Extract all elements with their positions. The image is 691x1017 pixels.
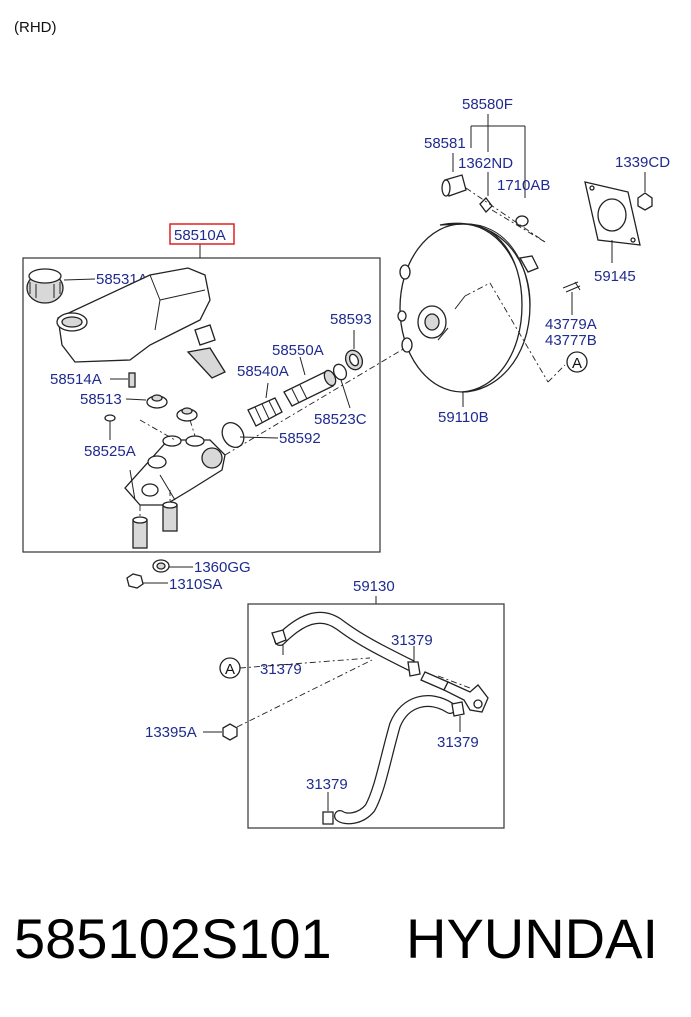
vacuum-hose-lower	[334, 695, 456, 825]
bracket-58580F	[470, 114, 526, 198]
label-58593[interactable]: 58593	[330, 311, 372, 328]
hose-clip-3	[451, 701, 465, 717]
label-1710AB[interactable]: 1710AB	[497, 177, 550, 194]
label-58523C[interactable]: 58523C	[314, 411, 367, 428]
label-1360GG[interactable]: 1360GG	[194, 559, 251, 576]
brake-booster	[397, 222, 539, 393]
label-13395A[interactable]: 13395A	[145, 724, 197, 741]
gasket-part	[584, 181, 641, 246]
dash-clip	[491, 209, 546, 243]
nut-part	[126, 573, 144, 589]
dash-hose-nut	[236, 659, 373, 728]
hose-assembly-frame	[247, 603, 505, 829]
label-59130[interactable]: 59130	[353, 578, 395, 595]
label-31379-d[interactable]: 31379	[306, 776, 348, 793]
label-31379-a[interactable]: 31379	[260, 661, 302, 678]
label-1310SA[interactable]: 1310SA	[169, 576, 222, 593]
label-58550A[interactable]: 58550A	[272, 342, 324, 359]
grommet-parts	[146, 394, 198, 422]
label-58510A[interactable]: 58510A	[174, 227, 226, 244]
reservoir-tank	[56, 267, 226, 379]
seal-ring-inner	[348, 353, 360, 367]
dash-booster-2	[489, 282, 549, 383]
clevis-nut-part	[515, 215, 529, 227]
part-number: 585102S101	[14, 907, 332, 970]
leader-58540A	[265, 382, 269, 399]
label-31379-c[interactable]: 31379	[437, 734, 479, 751]
label-1339CD[interactable]: 1339CD	[615, 154, 670, 171]
leader-58523C	[340, 379, 351, 409]
label-43777B[interactable]: 43777B	[545, 332, 597, 349]
washer-part	[152, 559, 170, 573]
leader-58592	[239, 436, 279, 439]
label-58540A[interactable]: 58540A	[237, 363, 289, 380]
clevis-part	[441, 174, 467, 197]
booster-nut-part	[637, 192, 653, 211]
hose-clip-2	[407, 661, 421, 677]
dash-grommet-2	[189, 419, 196, 437]
cup-part	[332, 363, 348, 381]
leader-58550A	[299, 356, 306, 376]
leader-58513	[125, 398, 147, 401]
booster-stud-2	[437, 327, 449, 341]
bolt-part	[104, 414, 116, 440]
label-31379-b[interactable]: 31379	[391, 632, 433, 649]
hose-clip-1	[271, 629, 287, 645]
label-58514A[interactable]: 58514A	[50, 371, 102, 388]
brand-name: HYUNDAI	[406, 907, 658, 970]
dash-booster-3	[547, 364, 566, 383]
secondary-piston-part	[283, 369, 337, 407]
dash-clevis	[465, 187, 546, 243]
o-ring-part	[221, 422, 245, 448]
master-cylinder-body	[124, 435, 226, 506]
booster-stud-1	[454, 295, 466, 310]
variant-note: (RHD)	[14, 19, 57, 36]
leader-58531A	[63, 278, 96, 281]
dash-valve	[437, 675, 471, 689]
check-valve	[420, 671, 489, 713]
dash-grommet	[139, 419, 176, 441]
brake-line-fittings	[132, 501, 178, 549]
ref-a-top	[566, 351, 588, 373]
primary-piston-part	[247, 397, 283, 427]
hose-nut-part	[222, 723, 238, 741]
label-58580F[interactable]: 58580F	[462, 96, 513, 113]
master-cylinder-assembly-frame	[22, 257, 381, 553]
hose-clip-4	[322, 811, 334, 825]
label-59110B[interactable]: 59110B	[438, 409, 489, 426]
label-58513[interactable]: 58513	[80, 391, 122, 408]
label-43779A[interactable]: 43779A	[545, 316, 597, 333]
dash-booster-1	[464, 282, 491, 297]
ref-a-top-letter: A	[572, 355, 582, 372]
label-59145[interactable]: 59145	[594, 268, 636, 285]
label-1362ND[interactable]: 1362ND	[458, 155, 513, 172]
dash-ref-a	[239, 657, 371, 669]
vacuum-hose-upper	[274, 611, 416, 671]
assembly-label-box	[169, 223, 235, 245]
label-58581[interactable]: 58581	[424, 135, 466, 152]
pin-part	[128, 372, 136, 388]
reservoir-cap	[26, 268, 64, 304]
label-58592[interactable]: 58592	[279, 430, 321, 447]
pin-a-part	[562, 281, 581, 293]
label-58525A[interactable]: 58525A	[84, 443, 136, 460]
ref-a-bottom-letter: A	[225, 661, 235, 678]
